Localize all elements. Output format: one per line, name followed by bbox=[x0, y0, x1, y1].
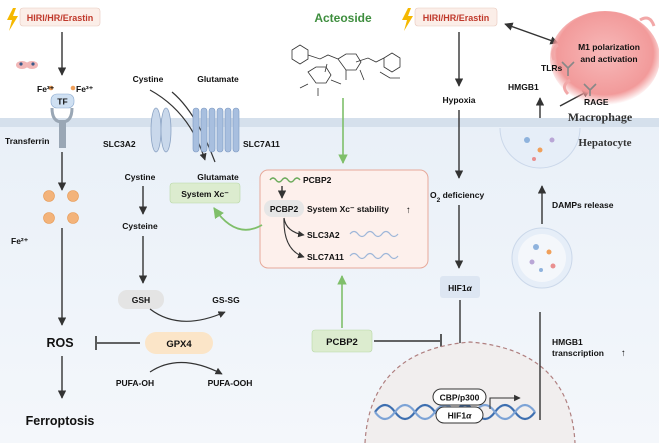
stability-label: System Xc⁻ stability bbox=[307, 204, 389, 214]
rage-label: RAGE bbox=[584, 97, 609, 107]
mrna-wave-icon bbox=[269, 177, 301, 183]
m1-activation-label: and activation bbox=[580, 54, 637, 64]
fe3-transferrin: Fe³⁺ Fe³⁺ TF Transferrin bbox=[5, 61, 94, 148]
macrophage-cell bbox=[550, 11, 659, 105]
iron-dot bbox=[70, 85, 76, 91]
lightning-icon bbox=[402, 8, 413, 31]
cystine-top-label: Cystine bbox=[133, 74, 164, 84]
system-xc-transporter: Cystine Glutamate SLC3A2 SLC7A11 Cystine… bbox=[103, 74, 280, 182]
system-xc-box bbox=[169, 182, 241, 204]
macrophage-region-label: Macrophage bbox=[568, 110, 633, 124]
trigger-label: HIRI/HR/Erastin bbox=[27, 13, 94, 23]
gpx4-label: GPX4 bbox=[166, 339, 192, 350]
panel-to-systemxc-arrow bbox=[213, 207, 263, 231]
pcbp2-mid-pill bbox=[264, 200, 304, 217]
trigger-left: HIRI/HR/Erastin bbox=[7, 7, 101, 31]
slc7a11-label: SLC7A11 bbox=[243, 139, 280, 149]
hif1a-box bbox=[440, 276, 480, 298]
m1-polarization-label: M1 polarization bbox=[578, 42, 640, 52]
ros-label: ROS bbox=[46, 336, 73, 350]
transferrin-receptor-stem bbox=[59, 120, 66, 148]
transcription-start-arrow bbox=[489, 394, 521, 409]
glutamate-bottom-label: Glutamate bbox=[197, 172, 239, 182]
acteoside-label: Acteoside bbox=[314, 11, 372, 25]
cysteine-label: Cysteine bbox=[122, 221, 158, 231]
fe3-label: Fe³⁺ bbox=[76, 84, 94, 94]
cystine-bottom-label: Cystine bbox=[125, 172, 156, 182]
cell-membrane bbox=[0, 118, 659, 127]
slc7a11-protein bbox=[192, 107, 240, 153]
trigger-macrophage-link bbox=[504, 22, 559, 45]
hmgb1-label: HMGB1 bbox=[508, 82, 539, 92]
slc3a2-label: SLC3A2 bbox=[103, 139, 136, 149]
tlr-receptor bbox=[561, 61, 575, 76]
stability-up-arrow: ↑ bbox=[406, 205, 411, 216]
trigger-label: HIRI/HR/Erastin bbox=[423, 13, 490, 23]
cbp-p300-pill bbox=[432, 388, 487, 406]
fe2-ions: Fe²⁺ bbox=[11, 190, 79, 246]
hif1a-label: HIF1α bbox=[448, 283, 472, 293]
hmgb1-up-arrow: ↑ bbox=[621, 348, 626, 359]
ferroptosis-label: Ferroptosis bbox=[26, 414, 95, 428]
damps-label: DAMPs release bbox=[552, 200, 614, 210]
tf-label: TF bbox=[57, 97, 67, 107]
damps-vesicle bbox=[511, 227, 573, 289]
hypoxia-label: Hypoxia bbox=[442, 95, 475, 105]
secretion-vesicle bbox=[499, 127, 581, 169]
trigger-right: HIRI/HR/Erastin bbox=[402, 7, 498, 31]
mrna-strands bbox=[349, 230, 399, 260]
glutamate-top-label: Glutamate bbox=[197, 74, 239, 84]
slc3a2-protein bbox=[150, 107, 172, 153]
panel-slc7a11-label: SLC7A11 bbox=[307, 252, 344, 262]
hmgb1-transcription-label: HMGB1 bbox=[552, 337, 583, 347]
lightning-icon bbox=[7, 8, 18, 31]
gpx4-pill bbox=[145, 332, 213, 354]
pcbp2-top-label: PCBP2 bbox=[303, 175, 332, 185]
iron-dot bbox=[48, 85, 54, 91]
tlrs-label: TLRs bbox=[541, 63, 563, 73]
pcbp2-mid-label: PCBP2 bbox=[270, 204, 299, 214]
pcbp2-box bbox=[311, 329, 373, 353]
rage-receptor bbox=[583, 83, 597, 96]
hepatocyte-region-label: Hepatocyte bbox=[578, 137, 631, 149]
o2-deficiency-label: O2 deficiency bbox=[430, 190, 484, 204]
pcbp2-box-label: PCBP2 bbox=[326, 337, 358, 348]
system-xc-label: System Xc⁻ bbox=[181, 189, 229, 199]
transferrin-label: Transferrin bbox=[5, 136, 49, 146]
panel-slc3a2-label: SLC3A2 bbox=[307, 230, 340, 240]
gsh-pill bbox=[118, 290, 164, 309]
fe3-label: Fe³⁺ bbox=[37, 84, 55, 94]
hif1a-dna-label: HIF1α bbox=[448, 411, 472, 421]
gssg-label: GS-SG bbox=[212, 295, 240, 305]
hmgb1-transcription-label: transcription bbox=[552, 348, 604, 358]
acteoside-structure bbox=[291, 44, 401, 96]
gsh-label: GSH bbox=[132, 295, 150, 305]
fe2-label: Fe²⁺ bbox=[11, 236, 29, 246]
pufa-oh-label: PUFA-OH bbox=[116, 378, 154, 388]
cbp-p300-label: CBP/p300 bbox=[440, 393, 480, 403]
hif1a-dna-pill bbox=[435, 406, 484, 424]
pufa-ooh-label: PUFA-OOH bbox=[208, 378, 253, 388]
pcbp2-mechanism-panel bbox=[259, 169, 429, 269]
